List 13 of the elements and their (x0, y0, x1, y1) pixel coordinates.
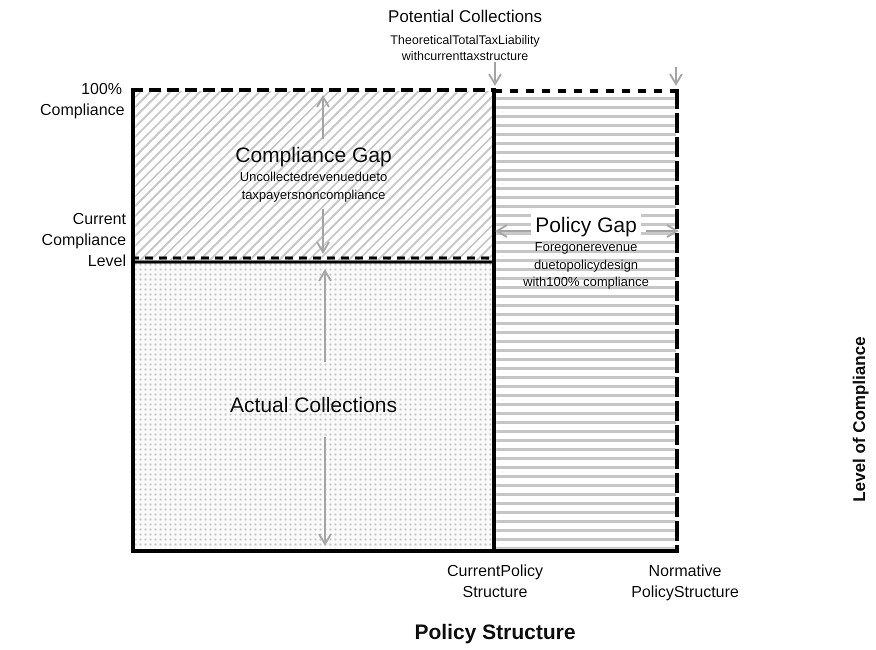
annotation-text: Potential Collections (386, 6, 544, 28)
region-description: Uncollectedrevenuedueto taxpayersnoncompliance (238, 168, 388, 204)
region-title: Actual Collections (229, 393, 398, 419)
annotation-text: TheoreticalTotalTaxLiability withcurrenttaxstructure (389, 32, 541, 64)
annotation-text: 100% Compliance (40, 80, 122, 121)
annotation-text: Normative PolicyStructure (630, 562, 740, 603)
annotation-text: CurrentPolicy Structure (446, 562, 544, 603)
region-title: Policy Gap (531, 213, 641, 238)
axis-title: Level of Compliance (848, 335, 870, 504)
region-description: Foregonerevenue duetopolicydesign with100% compliance (522, 238, 650, 291)
region-title: Compliance Gap (234, 143, 393, 168)
axis-title: Policy Structure (413, 620, 577, 646)
annotation-text: Current Compliance Level (40, 210, 126, 272)
